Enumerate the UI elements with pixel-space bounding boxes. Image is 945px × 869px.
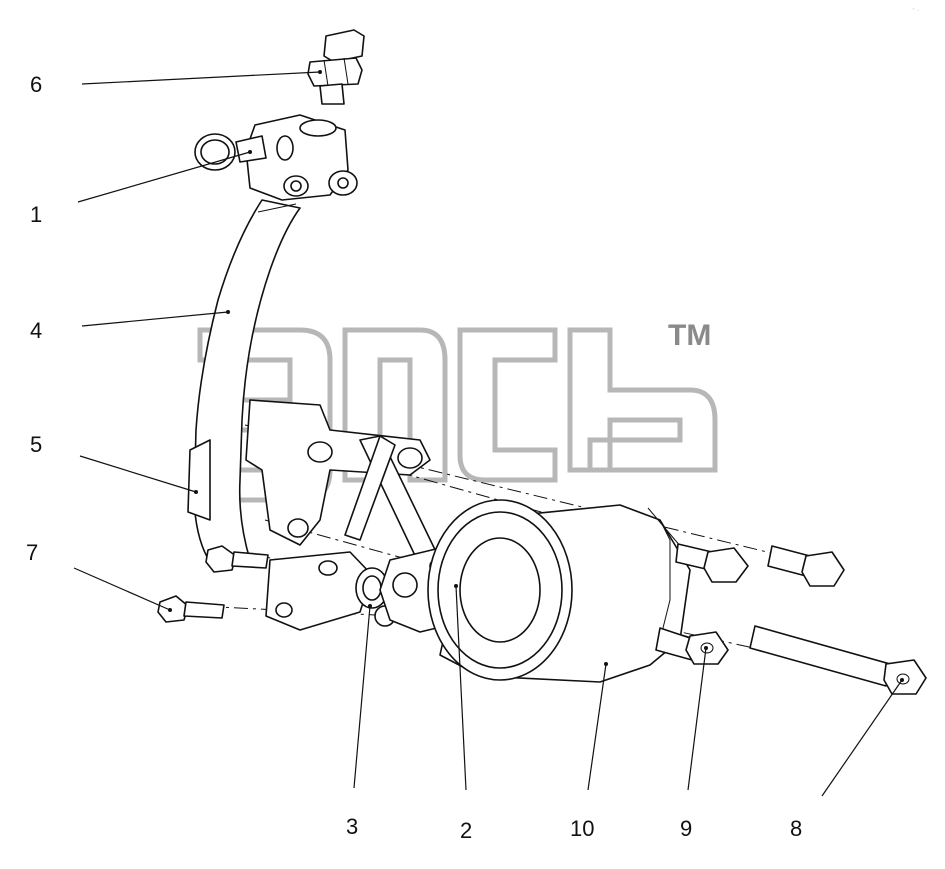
part-8-bolt [749,625,927,695]
part-mount-plate [265,551,373,631]
callout-2: 2 [460,818,472,843]
part-6-fitting [307,29,365,105]
leader-dots [168,70,904,682]
callout-9: 9 [680,816,692,841]
part-9-bolt [655,627,729,665]
part-7-bolts [157,545,269,623]
callout-5: 5 [30,432,42,457]
callout-labels: 6 1 4 5 7 3 2 10 9 8 [26,72,802,843]
callout-1: 1 [30,202,42,227]
callout-7: 7 [26,540,38,565]
upper-bolts [675,543,845,587]
callout-4: 4 [30,318,42,343]
callout-3: 3 [346,814,358,839]
callout-8: 8 [790,816,802,841]
part-10-filter [427,499,693,683]
watermark-tm: TM [668,319,711,352]
part-1-valve-block [194,114,358,201]
callout-6: 6 [30,72,42,97]
corner-mark: ⁻ · [912,8,919,14]
leader-lines [73,71,903,797]
part-5-bracket [187,399,441,567]
callout-10: 10 [570,816,594,841]
